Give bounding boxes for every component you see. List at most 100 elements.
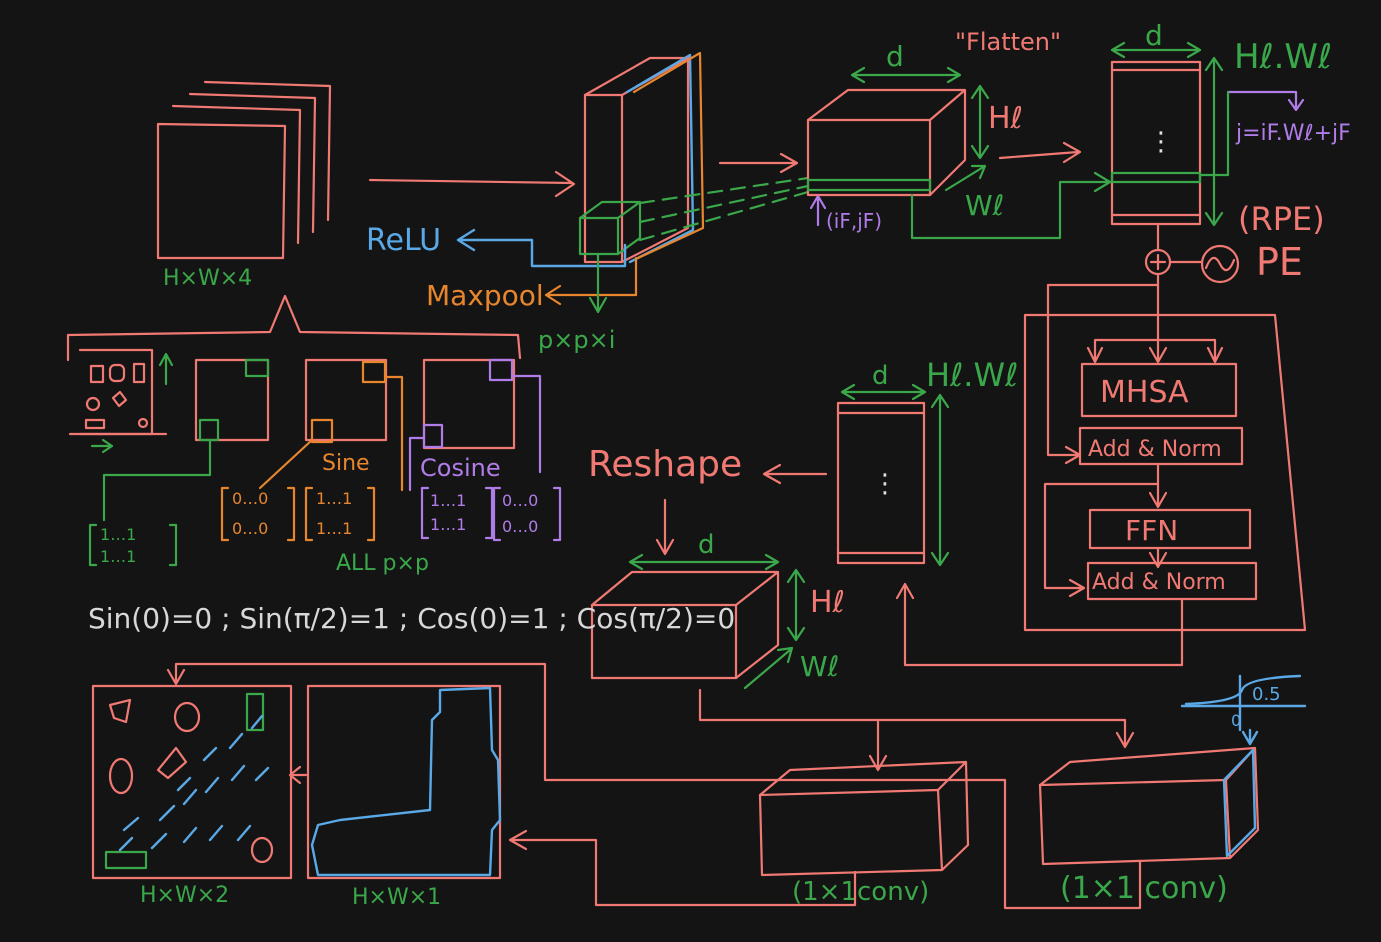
sequence-column-2: [836, 401, 926, 565]
relu-arrow: [456, 228, 627, 268]
d-arrow-seq2: [840, 383, 927, 401]
matrix-sine-one: [304, 486, 376, 542]
hl-arrow-cube2: [786, 568, 806, 642]
patch-arrow: [588, 252, 608, 314]
wl-label-cube2: Wℓ: [800, 650, 839, 683]
index-arrow: [1226, 90, 1305, 112]
rpe-label: (RPE): [1238, 200, 1325, 238]
matrix-cos-zero: [492, 486, 562, 542]
index-formula: j=iF.Wℓ+jF: [1235, 121, 1351, 146]
wl-arrow-cube2: [743, 646, 794, 690]
hlwl-arrow-seq2: [930, 393, 950, 567]
conv1-label: (1×1conv): [792, 877, 929, 907]
cosine-label: Cosine: [420, 454, 501, 482]
conv1-block: [758, 760, 970, 877]
conv2-label: (1×1 conv): [1060, 871, 1228, 906]
reshaped-cube: [590, 570, 780, 680]
ffn-label: FFN: [1125, 514, 1178, 547]
matrix-ones: [88, 523, 178, 567]
sine-label: Sine: [322, 451, 370, 476]
d-label-seq2: d: [872, 361, 889, 391]
seq2-dots: ⋮: [872, 469, 898, 499]
sigmoid-zero: 0: [1231, 711, 1241, 730]
addnorm2-label: Add & Norm: [1092, 570, 1226, 595]
d-arrow-cube2: [628, 553, 780, 571]
input-dims-label: H×W×4: [163, 266, 252, 291]
mask-to-flow-arrow: [288, 765, 308, 785]
matrix-cos-one: [420, 486, 494, 540]
hlwl-arrow-seq: [1204, 56, 1224, 227]
d-arrow-top: [850, 66, 962, 84]
out2-label: H×W×2: [140, 883, 229, 908]
maxpool-arrow: [544, 256, 638, 306]
sine-wave-glyph: [1204, 256, 1236, 272]
wl-label-cube: Wℓ: [965, 189, 1004, 222]
feature-cube: [806, 88, 967, 197]
mat-zero-a: 0…0: [232, 489, 268, 508]
mask-output: [306, 684, 502, 880]
mat-one-b: 1…1: [316, 519, 352, 538]
mat-zero-b: 0…0: [232, 519, 268, 538]
sine-wave-icon: [1200, 244, 1240, 284]
transformer-block: [1023, 272, 1307, 632]
panel-objects: [68, 348, 174, 454]
hl-label-cube: Hℓ: [988, 101, 1023, 136]
panel-ones: [102, 358, 270, 522]
d-arrow-seq: [1110, 41, 1202, 59]
arrow-to-conv1: [868, 718, 888, 772]
arrow-cube-to-seq: [998, 141, 1082, 164]
mat-cos-one-a: 1…1: [430, 491, 466, 510]
relu-label: ReLU: [366, 223, 441, 258]
maxpool-label: Maxpool: [426, 279, 544, 312]
trig-formula: Sin(0)=0 ; Sin(π/2)=1 ; Cos(0)=1 ; Cos(π…: [88, 602, 735, 635]
patch-dims-label: p×p×i: [538, 326, 615, 354]
wl-arrow-cube: [944, 164, 987, 192]
pe-label: PE: [1256, 240, 1303, 284]
mat-cos-zero-a: 0…0: [502, 491, 538, 510]
mhsa-label: MHSA: [1100, 375, 1189, 410]
reshape-label: Reshape: [588, 444, 742, 485]
arrow-input-to-cnn: [368, 170, 576, 198]
conv-to-flow-arrow: [166, 662, 1142, 910]
d-label-top: d: [886, 40, 904, 73]
hlwl-label-seq2: Hℓ.Wℓ: [926, 356, 1018, 394]
hl-label-cube2: Hℓ: [810, 585, 845, 620]
sigmoid-graph: [1180, 674, 1307, 746]
channel-brace: [66, 294, 522, 362]
matrix-sine-zero: [220, 486, 296, 542]
mat-cos-zero-b: 0…0: [502, 517, 538, 536]
sequence-column: [1110, 60, 1202, 226]
seq-dots: ⋮: [1148, 127, 1174, 157]
cnn-feature-block: [578, 51, 705, 264]
mat-one-a: 1…1: [316, 489, 352, 508]
flow-output: [91, 684, 293, 880]
mat-cos-one-b: 1…1: [430, 515, 466, 534]
hl-arrow-cube: [970, 84, 990, 160]
out1-label: H×W×1: [352, 885, 441, 910]
arrow-cnn-to-cube: [718, 152, 799, 174]
input-stack: [156, 80, 332, 260]
d-label-cube2: d: [698, 530, 715, 560]
index-bracket: [1198, 90, 1230, 177]
sigmoid-val: 0.5: [1252, 684, 1281, 705]
mat-ones-b: 1…1: [100, 547, 136, 566]
plus-sign: [1149, 253, 1167, 271]
transformer-output-arrow: [895, 582, 1184, 667]
hlwl-label-seq: Hℓ.Wℓ: [1234, 37, 1332, 77]
conv-to-mask-arrow: [508, 829, 857, 907]
flatten-label: "Flatten": [955, 28, 1061, 56]
d-label-seq: d: [1145, 19, 1163, 52]
all-pxp-label: ALL p×p: [336, 551, 429, 576]
reshape-down-arrow: [655, 498, 675, 556]
panel-cosine: [408, 358, 542, 492]
conv2-block: [1038, 746, 1260, 866]
arrow-to-conv2: [698, 688, 1135, 749]
addnorm1-label: Add & Norm: [1088, 437, 1222, 462]
reshape-arrow: [762, 463, 828, 485]
patch-projection-dashes: [638, 176, 810, 242]
panel-sine: [258, 358, 404, 492]
coord-label: (iF,jF): [826, 209, 882, 233]
green-row-arrow: [910, 171, 1112, 240]
mat-ones-a: 1…1: [100, 525, 136, 544]
